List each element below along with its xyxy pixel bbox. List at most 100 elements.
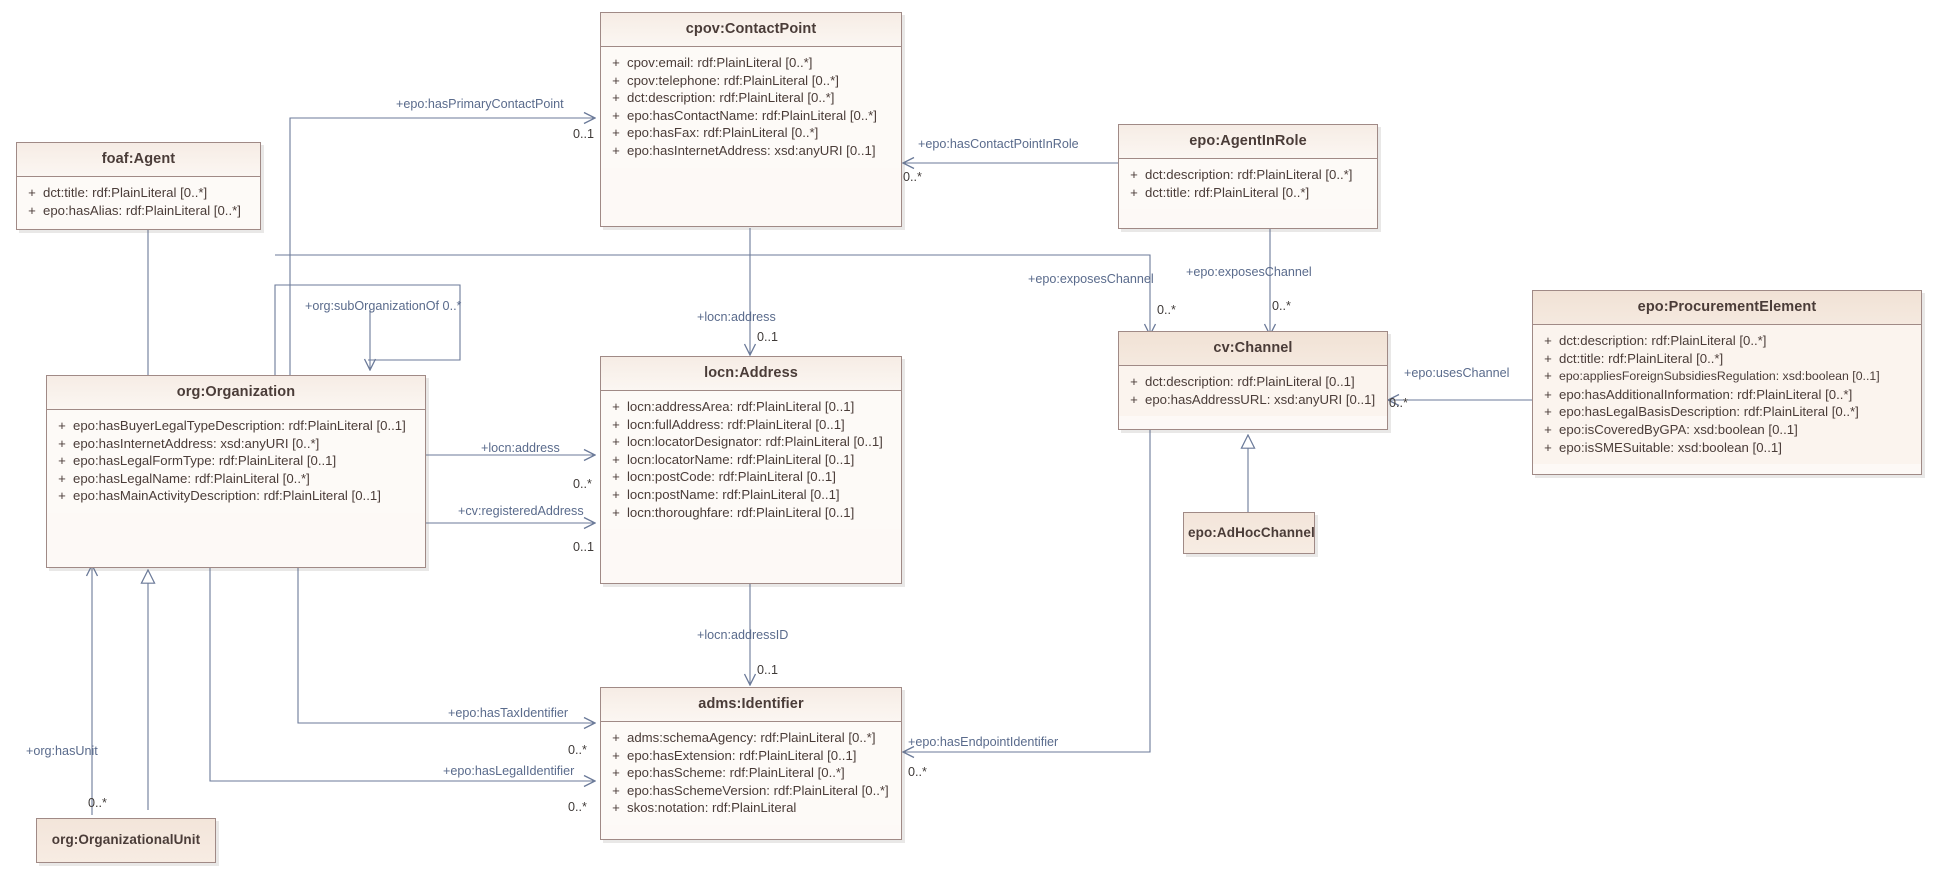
class-org-organizational-unit[interactable]: org:OrganizationalUnit (36, 818, 216, 863)
class-title-org-organizational-unit: org:OrganizationalUnit (51, 832, 201, 848)
visibility-marker: + (612, 107, 620, 123)
class-epo-agent-in-role[interactable]: epo:AgentInRole + dct:description: rdf:P… (1118, 124, 1378, 229)
edge-label-has-endpoint-identifier: +epo:hasEndpointIdentifier (908, 735, 1059, 749)
class-cv-channel[interactable]: cv:Channel + dct:description: rdf:PlainL… (1118, 331, 1388, 430)
attribute-signature: dct:title: rdf:PlainLiteral [0..*] (1559, 350, 1724, 366)
visibility-marker: + (612, 142, 620, 158)
visibility-marker: + (1544, 386, 1552, 402)
visibility-marker: + (612, 747, 620, 763)
attribute-row: + epo:hasMainActivityDescription: rdf:Pl… (51, 487, 421, 505)
class-org-organization[interactable]: org:Organization + epo:hasBuyerLegalType… (46, 375, 426, 568)
visibility-marker: + (612, 72, 620, 88)
class-attributes-foaf-agent: + dct:title: rdf:PlainLiteral [0..*] + e… (17, 176, 260, 228)
edge-has-tax-identifier (297, 565, 595, 723)
edge-label-has-primary-contact-point: +epo:hasPrimaryContactPoint (396, 97, 564, 111)
visibility-marker: + (1544, 404, 1552, 420)
visibility-marker: + (1130, 373, 1138, 389)
class-cpov-contact-point[interactable]: cpov:ContactPoint + cpov:email: rdf:Plai… (600, 12, 902, 227)
attribute-signature: epo:hasAlias: rdf:PlainLiteral [0..*] (43, 202, 241, 218)
attribute-signature: locn:locatorName: rdf:PlainLiteral [0..1… (627, 451, 855, 467)
mult-has-contact-point-in-role: 0..* (903, 170, 922, 184)
visibility-marker: + (1544, 421, 1552, 437)
attribute-signature: locn:postCode: rdf:PlainLiteral [0..1] (627, 469, 836, 485)
edge-label-has-tax-identifier: +epo:hasTaxIdentifier (448, 706, 569, 720)
visibility-marker: + (58, 417, 66, 433)
mult-locn-address-from-contact: 0..1 (757, 330, 779, 344)
attribute-signature: dct:description: rdf:PlainLiteral [0..*] (627, 90, 835, 106)
attribute-signature: skos:notation: rdf:PlainLiteral (627, 800, 797, 816)
attribute-signature: adms:schemaAgency: rdf:PlainLiteral [0..… (627, 729, 876, 745)
visibility-marker: + (612, 125, 620, 141)
visibility-marker: + (1544, 350, 1552, 366)
mult-locn-address-id: 0..1 (757, 663, 779, 677)
attribute-row: + epo:appliesForeignSubsidiesRegulation:… (1537, 367, 1917, 386)
attribute-row: + locn:addressArea: rdf:PlainLiteral [0.… (605, 398, 897, 416)
class-title-cpov-contact-point: cpov:ContactPoint (601, 13, 901, 47)
class-title-org-organization: org:Organization (47, 376, 425, 410)
visibility-marker: + (612, 451, 620, 467)
attribute-signature: epo:hasExtension: rdf:PlainLiteral [0..1… (627, 747, 857, 763)
class-title-epo-agent-in-role: epo:AgentInRole (1119, 125, 1377, 159)
attribute-row: + dct:title: rdf:PlainLiteral [0..*] (1123, 184, 1373, 202)
class-adms-identifier[interactable]: adms:Identifier + adms:schemaAgency: rdf… (600, 687, 902, 840)
mult-uses-channel: 0..* (1389, 396, 1408, 410)
attribute-row: + dct:title: rdf:PlainLiteral [0..*] (21, 184, 256, 202)
attribute-row: + locn:fullAddress: rdf:PlainLiteral [0.… (605, 416, 897, 434)
attribute-row: + skos:notation: rdf:PlainLiteral (605, 799, 897, 817)
class-attributes-cpov-contact-point: + cpov:email: rdf:PlainLiteral [0..*] + … (601, 46, 901, 168)
attribute-row: + dct:description: rdf:PlainLiteral [0..… (605, 89, 897, 107)
edge-label-cv-registered-address: +cv:registeredAddress (458, 504, 584, 518)
attribute-signature: epo:hasMainActivityDescription: rdf:Plai… (73, 488, 381, 504)
attribute-row: + cpov:telephone: rdf:PlainLiteral [0..*… (605, 72, 897, 90)
attribute-row: + epo:hasLegalBasisDescription: rdf:Plai… (1537, 403, 1917, 421)
visibility-marker: + (612, 434, 620, 450)
attribute-row: + dct:description: rdf:PlainLiteral [0..… (1123, 166, 1373, 184)
mult-has-tax-identifier: 0..* (568, 743, 587, 757)
attribute-row: + epo:hasFax: rdf:PlainLiteral [0..*] (605, 124, 897, 142)
edge-label-locn-address-id: +locn:addressID (697, 628, 789, 642)
attribute-row: + epo:hasAlias: rdf:PlainLiteral [0..*] (21, 202, 256, 220)
edge-label-has-unit: +org:hasUnit (26, 744, 98, 758)
attribute-row: + epo:hasInternetAddress: xsd:anyURI [0.… (605, 142, 897, 160)
class-attributes-locn-address: + locn:addressArea: rdf:PlainLiteral [0.… (601, 390, 901, 530)
visibility-marker: + (612, 800, 620, 816)
visibility-marker: + (612, 54, 620, 70)
edge-label-uses-channel: +epo:usesChannel (1404, 366, 1510, 380)
mult-has-endpoint-identifier: 0..* (908, 765, 927, 779)
attribute-signature: epo:isSMESuitable: xsd:boolean [0..1] (1559, 439, 1782, 455)
mult-cv-registered-address: 0..1 (573, 540, 595, 554)
attribute-row: + locn:thoroughfare: rdf:PlainLiteral [0… (605, 504, 897, 522)
visibility-marker: + (1130, 184, 1138, 200)
visibility-marker: + (612, 765, 620, 781)
visibility-marker: + (58, 470, 66, 486)
attribute-row: + epo:hasBuyerLegalTypeDescription: rdf:… (51, 417, 421, 435)
attribute-signature: epo:hasLegalName: rdf:PlainLiteral [0..*… (73, 470, 310, 486)
mult-locn-address-from-org: 0..* (573, 477, 592, 491)
class-title-foaf-agent: foaf:Agent (17, 143, 260, 177)
attribute-signature: dct:description: rdf:PlainLiteral [0..1] (1145, 373, 1355, 389)
attribute-row: + dct:title: rdf:PlainLiteral [0..*] (1537, 350, 1917, 368)
attribute-row: + epo:hasInternetAddress: xsd:anyURI [0.… (51, 435, 421, 453)
visibility-marker: + (28, 184, 36, 200)
class-epo-adhoc-channel[interactable]: epo:AdHocChannel (1183, 512, 1315, 554)
edge-has-primary-contact-point (289, 118, 595, 375)
class-locn-address[interactable]: locn:Address + locn:addressArea: rdf:Pla… (600, 356, 902, 584)
attribute-signature: cpov:email: rdf:PlainLiteral [0..*] (627, 54, 813, 70)
attribute-signature: dct:title: rdf:PlainLiteral [0..*] (1145, 184, 1310, 200)
visibility-marker: + (612, 486, 620, 502)
attribute-row: + epo:hasLegalName: rdf:PlainLiteral [0.… (51, 470, 421, 488)
attribute-signature: epo:hasAdditionalInformation: rdf:PlainL… (1559, 386, 1853, 402)
visibility-marker: + (1544, 439, 1552, 455)
attribute-row: + locn:locatorName: rdf:PlainLiteral [0.… (605, 451, 897, 469)
attribute-signature: dct:description: rdf:PlainLiteral [0..*] (1145, 166, 1353, 182)
class-attributes-cv-channel: + dct:description: rdf:PlainLiteral [0..… (1119, 365, 1387, 417)
class-epo-procurement-element[interactable]: epo:ProcurementElement + dct:description… (1532, 290, 1922, 475)
attribute-signature: locn:fullAddress: rdf:PlainLiteral [0..1… (627, 416, 845, 432)
attribute-signature: locn:postName: rdf:PlainLiteral [0..1] (627, 486, 840, 502)
edge-label-sub-organization-of: +org:subOrganizationOf 0..* (305, 299, 462, 313)
attribute-signature: epo:hasContactName: rdf:PlainLiteral [0.… (627, 107, 877, 123)
class-title-cv-channel: cv:Channel (1119, 332, 1387, 366)
edge-has-legal-identifier (209, 565, 595, 781)
class-foaf-agent[interactable]: foaf:Agent + dct:title: rdf:PlainLiteral… (16, 142, 261, 230)
edge-label-exposes-channel-from-role: +epo:exposesChannel (1186, 265, 1312, 279)
